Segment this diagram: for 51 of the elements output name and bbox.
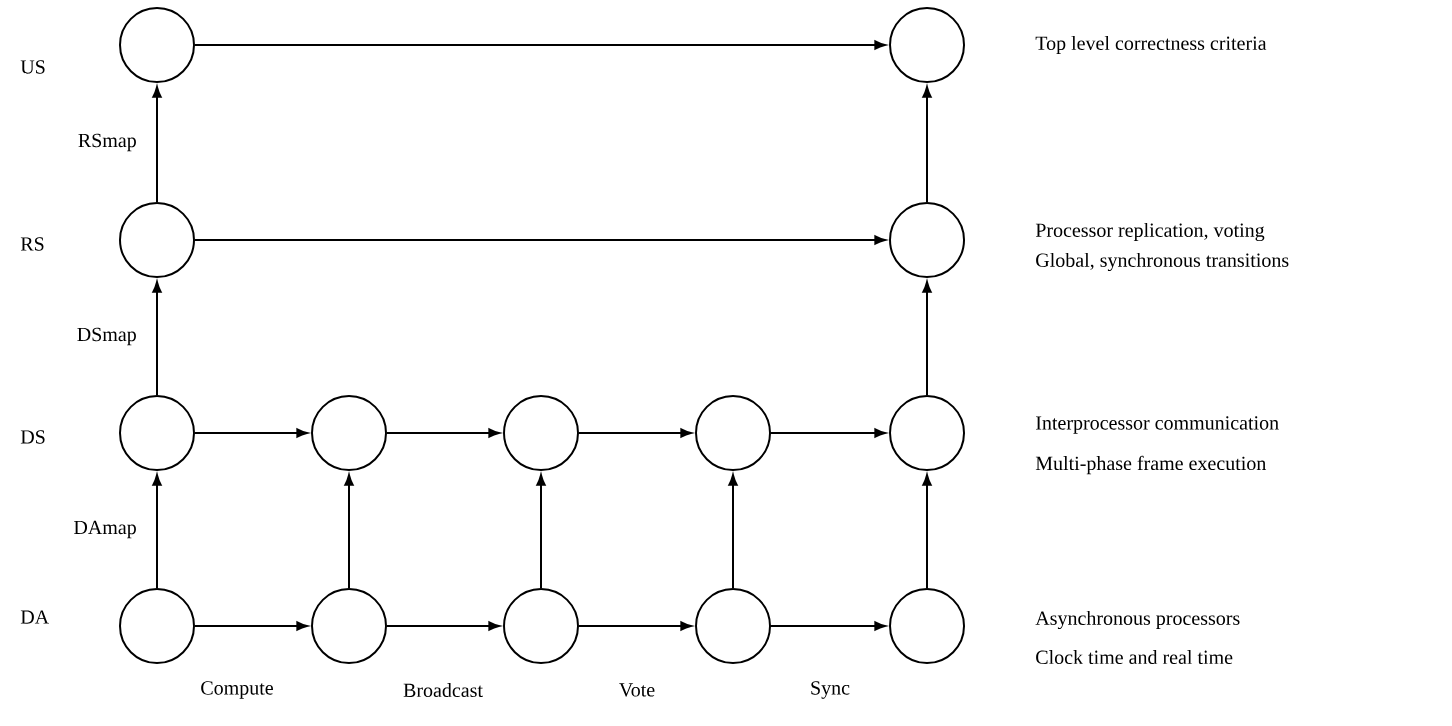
arrow <box>152 86 162 203</box>
label: Asynchronous processors <box>1035 610 1240 630</box>
circle <box>119 588 195 664</box>
arrow <box>770 621 886 631</box>
label: Global, synchronous transitions <box>1036 252 1289 272</box>
arrow <box>344 474 354 589</box>
arrow <box>922 86 932 203</box>
arrow <box>922 281 932 396</box>
arrow <box>194 235 886 245</box>
label: US <box>20 60 45 74</box>
label: DS <box>20 430 45 444</box>
circle <box>119 7 195 83</box>
arrow <box>194 40 886 50</box>
arrow <box>194 621 308 631</box>
circle <box>695 395 771 471</box>
label: Processor replication, voting <box>1035 222 1265 242</box>
label: Vote <box>619 683 655 697</box>
edge-label: DSmap <box>77 327 136 346</box>
arrow <box>152 474 162 589</box>
arrow <box>578 621 692 631</box>
arrow <box>152 281 162 396</box>
circle <box>889 395 965 471</box>
arrow <box>922 474 932 589</box>
label: Broadcast <box>403 683 483 698</box>
label: Multi-phase frame execution <box>1035 455 1267 475</box>
arrow <box>386 428 500 438</box>
circle <box>889 202 965 278</box>
edge-label: RSmap <box>78 133 136 152</box>
arrow <box>536 474 546 589</box>
label: Interprocessor communication <box>1036 416 1279 434</box>
label: RS <box>20 237 44 251</box>
arrow <box>728 474 738 589</box>
label: Clock time and real time <box>1036 650 1233 665</box>
label: Top level correctness criteria <box>1035 35 1267 55</box>
arrow <box>386 621 500 631</box>
circle <box>889 7 965 83</box>
label: DA <box>20 610 49 624</box>
label: Sync <box>811 681 850 699</box>
circle <box>503 395 579 471</box>
circle <box>695 588 771 664</box>
circle <box>503 588 579 664</box>
arrow <box>770 428 886 438</box>
circle <box>311 395 387 471</box>
circle <box>889 588 965 664</box>
circle <box>311 588 387 664</box>
arrow <box>578 428 692 438</box>
circle <box>119 202 195 278</box>
arrow <box>194 428 308 438</box>
label: Compute <box>201 681 273 699</box>
edge-label: DAmap <box>74 520 136 539</box>
circle <box>119 395 195 471</box>
